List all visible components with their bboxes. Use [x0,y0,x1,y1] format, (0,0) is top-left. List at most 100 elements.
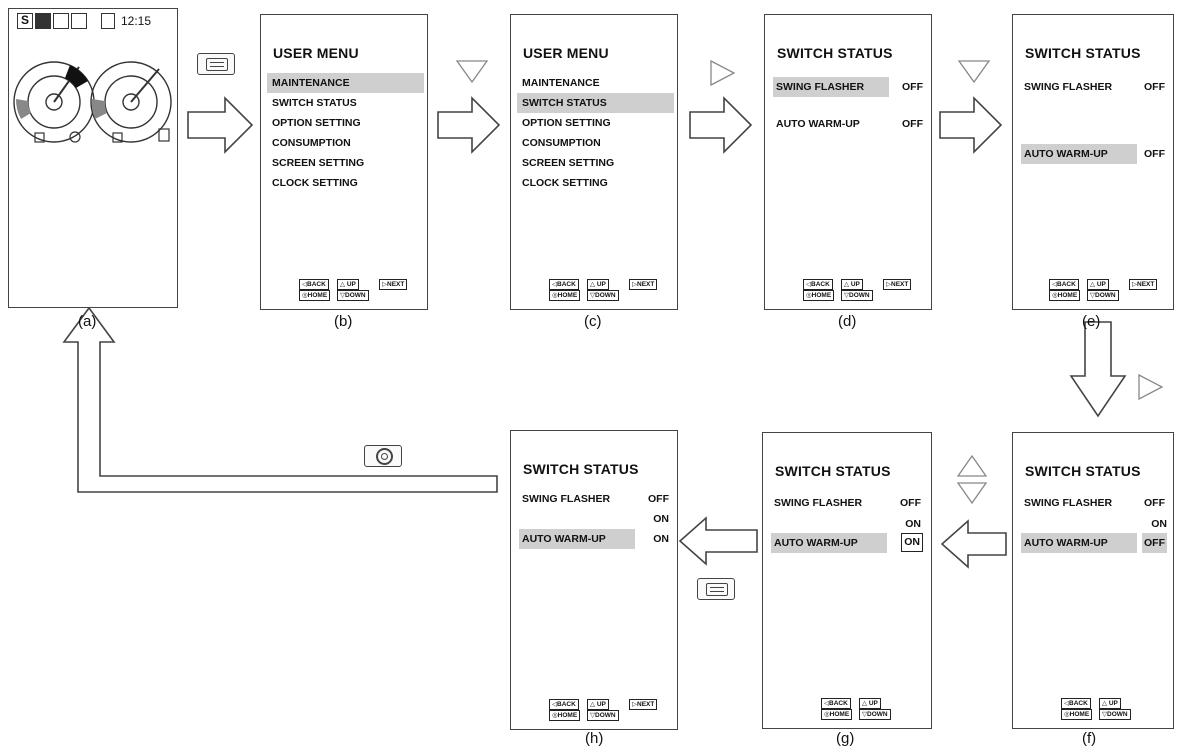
down-key[interactable]: ▽DOWN [841,290,873,301]
swing-flasher-row[interactable]: SWING FLASHER OFF [771,77,923,97]
swing-flasher-row[interactable]: SWING FLASHER OFF [517,489,669,509]
menu-item-consumption[interactable]: CONSUMPTION [272,137,351,149]
screen-b-user-menu: USER MENU MAINTENANCE SWITCH STATUS OPTI… [260,14,428,310]
menu-button-icon [197,53,235,75]
up-key[interactable]: △ UP [587,279,609,290]
home-key[interactable]: ◎HOME [1061,709,1093,720]
menu-item-maintenance[interactable]: MAINTENANCE [267,73,424,93]
auto-warm-up-row[interactable]: AUTO WARM-UP OFF [1019,144,1165,164]
screen-e-switch-status: SWITCH STATUS SWING FLASHER OFF AUTO WAR… [1012,14,1174,310]
screen-title: SWITCH STATUS [1025,463,1141,479]
auto-warm-up-value: ON [653,533,669,545]
menu-list: MAINTENANCE SWITCH STATUS OPTION SETTING… [267,73,424,193]
auto-warm-up-row[interactable]: AUTO WARM-UP ON [517,529,669,549]
nav-keys: ◁BACK △ UP ◎HOME ▽DOWN [1061,698,1177,720]
arrow-e-to-f [1069,321,1127,418]
home-key[interactable]: ◎HOME [549,710,581,721]
menu-item-screen-setting[interactable]: SCREEN SETTING [522,157,615,169]
triangle-up-icon [956,454,988,477]
menu-button-icon-2 [697,578,735,600]
menu-item-clock-setting[interactable]: CLOCK SETTING [272,177,358,189]
fuel-gauge [90,61,172,143]
screen-c-user-menu: USER MENU MAINTENANCE SWITCH STATUS OPTI… [510,14,678,310]
swing-flasher-value: OFF [648,493,669,505]
arrow-f-to-g [940,519,1007,569]
up-key[interactable]: △ UP [1087,279,1109,290]
screen-title: SWITCH STATUS [775,463,891,479]
next-key[interactable]: ▷NEXT [1129,279,1158,290]
auto-warm-up-value: ON [901,533,923,552]
triangle-down-icon [455,60,489,84]
next-key[interactable]: ▷NEXT [379,279,408,290]
next-key[interactable]: ▷NEXT [629,279,658,290]
home-key[interactable]: ◎HOME [821,709,853,720]
caption-e: (e) [1082,313,1101,330]
next-key[interactable]: ▷NEXT [629,699,658,710]
back-key[interactable]: ◁BACK [549,279,579,290]
auto-warm-up-value: OFF [1144,148,1165,160]
down-key[interactable]: ▽DOWN [587,290,619,301]
triangle-right-icon-2 [1138,373,1164,401]
screen-f-switch-status: SWITCH STATUS SWING FLASHER OFF ON AUTO … [1012,432,1174,729]
auto-warm-up-row[interactable]: AUTO WARM-UP OFF [1019,533,1167,553]
up-key[interactable]: △ UP [587,699,609,710]
screen-title: SWITCH STATUS [1025,45,1141,61]
screen-title: SWITCH STATUS [777,45,893,61]
auto-warm-up-row[interactable]: AUTO WARM-UP ON [769,533,923,553]
menu-item-option-setting[interactable]: OPTION SETTING [522,117,611,129]
up-key[interactable]: △ UP [859,698,881,709]
nav-keys: ◁BACK △ UP ▷NEXT ◎HOME ▽DOWN [299,279,417,301]
home-key[interactable]: ◎HOME [299,290,331,301]
auto-warm-up-label: AUTO WARM-UP [1021,533,1137,553]
swing-flasher-label: SWING FLASHER [773,77,889,97]
screen-title: USER MENU [273,45,359,61]
triangle-right-icon [710,59,736,87]
vehicle-icon [53,13,69,29]
home-button-icon [364,445,402,467]
swing-flasher-label: SWING FLASHER [774,497,863,509]
swing-flasher-row[interactable]: SWING FLASHER OFF [1019,493,1165,513]
menu-item-clock-setting[interactable]: CLOCK SETTING [522,177,608,189]
menu-item-maintenance[interactable]: MAINTENANCE [522,77,600,89]
swing-flasher-row[interactable]: SWING FLASHER OFF [769,493,921,513]
menu-item-screen-setting[interactable]: SCREEN SETTING [272,157,365,169]
arrow-g-to-h [678,516,758,566]
caption-g: (g) [836,730,855,747]
menu-list: MAINTENANCE SWITCH STATUS OPTION SETTING… [517,73,674,193]
menu-item-switch-status[interactable]: SWITCH STATUS [517,93,674,113]
up-key[interactable]: △ UP [841,279,863,290]
menu-item-consumption[interactable]: CONSUMPTION [522,137,601,149]
down-key[interactable]: ▽DOWN [859,709,891,720]
back-key[interactable]: ◁BACK [821,698,851,709]
home-key[interactable]: ◎HOME [549,290,581,301]
on-option: ON [1151,518,1167,530]
down-key[interactable]: ▽DOWN [1099,709,1131,720]
down-key[interactable]: ▽DOWN [587,710,619,721]
arrow-d-to-e [939,96,1003,154]
on-option: ON [905,518,921,530]
back-key[interactable]: ◁BACK [1049,279,1079,290]
menu-item-switch-status[interactable]: SWITCH STATUS [272,97,357,109]
up-key[interactable]: △ UP [1099,698,1121,709]
operator-icon [71,13,87,29]
back-key[interactable]: ◁BACK [1061,698,1091,709]
back-key[interactable]: ◁BACK [549,699,579,710]
home-key[interactable]: ◎HOME [1049,290,1081,301]
up-key[interactable]: △ UP [337,279,359,290]
back-key[interactable]: ◁BACK [299,279,329,290]
down-key[interactable]: ▽DOWN [1087,290,1119,301]
alarm-icon [101,13,115,29]
home-key[interactable]: ◎HOME [803,290,835,301]
caption-d: (d) [838,313,857,330]
next-key[interactable]: ▷NEXT [883,279,912,290]
arrow-c-to-d [689,96,753,154]
back-key[interactable]: ◁BACK [803,279,833,290]
swing-flasher-row[interactable]: SWING FLASHER OFF [1019,77,1165,97]
down-key[interactable]: ▽DOWN [337,290,369,301]
auto-warm-up-value: OFF [1142,533,1167,553]
arrow-h-to-a [62,306,498,493]
menu-item-option-setting[interactable]: OPTION SETTING [272,117,361,129]
auto-warm-up-row[interactable]: AUTO WARM-UP OFF [771,114,923,134]
triangle-down-icon-2 [957,60,991,84]
